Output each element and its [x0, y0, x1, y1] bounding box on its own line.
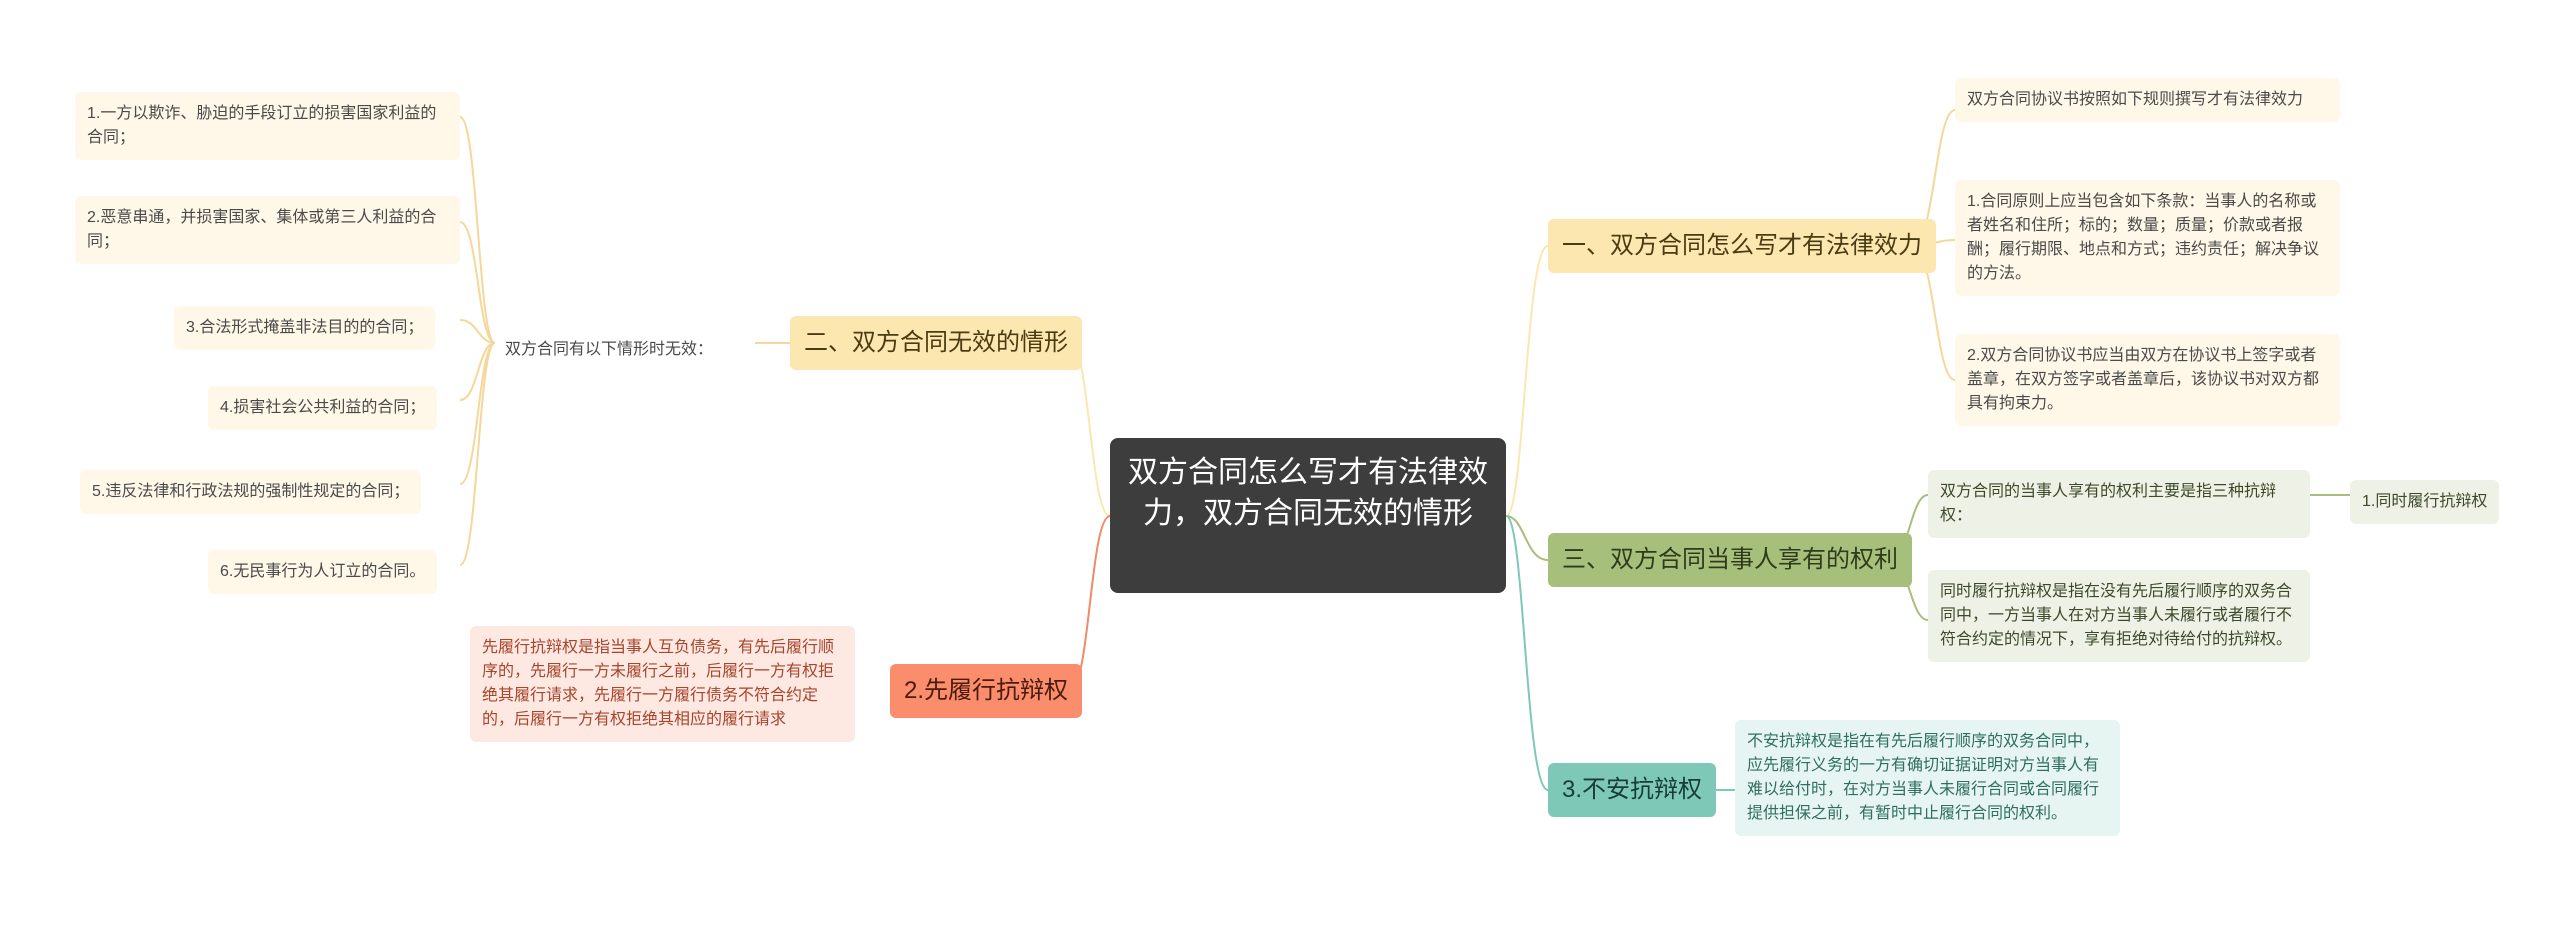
leaf-validity-intro[interactable]: 双方合同协议书按照如下规则撰写才有法律效力	[1955, 78, 2340, 122]
branch-invalid-situations[interactable]: 二、双方合同无效的情形	[790, 316, 1082, 370]
leaf-text: 1.一方以欺诈、胁迫的手段订立的损害国家利益的合同；	[87, 105, 437, 146]
link-intro-item3	[459, 319, 496, 344]
branch-label: 3.不安抗辩权	[1562, 776, 1703, 803]
leaf-text: 双方合同有以下情形时无效：	[505, 341, 714, 358]
leaf-simultaneous-definition[interactable]: 同时履行抗辩权是指在没有先后履行顺序的双务合同中，一方当事人在对方当事人未履行或…	[1928, 570, 2310, 662]
link-root-b3	[1505, 515, 1549, 561]
link-root-b4	[1505, 515, 1549, 791]
branch-label: 二、双方合同无效的情形	[804, 329, 1068, 356]
invalid-item-2[interactable]: 2.恶意串通，并损害国家、集体或第三人利益的合同；	[75, 196, 460, 264]
link-intro-item6	[459, 342, 496, 566]
branch-prior-performance[interactable]: 2.先履行抗辩权	[890, 664, 1083, 718]
link-intro-item2	[459, 221, 496, 344]
branch-label: 三、双方合同当事人享有的权利	[1562, 546, 1898, 573]
leaf-validity-signing[interactable]: 2.双方合同协议书应当由双方在协议书上签字或者盖章，在双方签字或者盖章后，该协议…	[1955, 334, 2340, 426]
leaf-text: 5.违反法律和行政法规的强制性规定的合同；	[92, 483, 410, 500]
branch-label: 2.先履行抗辩权	[904, 677, 1069, 704]
leaf-text: 双方合同的当事人享有的权利主要是指三种抗辩权：	[1940, 483, 2277, 524]
branch-party-rights[interactable]: 三、双方合同当事人享有的权利	[1548, 533, 1912, 587]
branch-insecurity-defense[interactable]: 3.不安抗辩权	[1548, 763, 1717, 817]
leaf-validity-clauses[interactable]: 1.合同原则上应当包含如下条款：当事人的名称或者姓名和住所；标的；数量；质量；价…	[1955, 180, 2340, 296]
branch-label: 一、双方合同怎么写才有法律效力	[1562, 232, 1922, 259]
leaf-text: 2.恶意串通，并损害国家、集体或第三人利益的合同；	[87, 209, 437, 250]
leaf-text: 1.同时履行抗辩权	[2362, 493, 2488, 510]
invalid-item-5[interactable]: 5.违反法律和行政法规的强制性规定的合同；	[80, 470, 422, 514]
leaf-text: 4.损害社会公共利益的合同；	[220, 399, 426, 416]
link-intro-item1	[459, 116, 496, 344]
leaf-rights-intro[interactable]: 双方合同的当事人享有的权利主要是指三种抗辩权：	[1928, 470, 2310, 538]
leaf-text: 2.双方合同协议书应当由双方在协议书上签字或者盖章，在双方签字或者盖章后，该协议…	[1967, 347, 2320, 412]
invalid-item-6[interactable]: 6.无民事行为人订立的合同。	[208, 550, 438, 594]
root-title: 双方合同怎么写才有法律效力，双方合同无效的情形	[1128, 456, 1488, 530]
leaf-insecurity-definition[interactable]: 不安抗辩权是指在有先后履行顺序的双务合同中，应先履行义务的一方有确切证据证明对方…	[1735, 720, 2120, 836]
invalid-item-4[interactable]: 4.损害社会公共利益的合同；	[208, 386, 438, 430]
leaf-text: 1.合同原则上应当包含如下条款：当事人的名称或者姓名和住所；标的；数量；质量；价…	[1967, 193, 2320, 282]
leaf-text: 先履行抗辩权是指当事人互负债务，有先后履行顺序的，先履行一方未履行之前，后履行一…	[482, 639, 835, 728]
leaf-text: 6.无民事行为人订立的合同。	[220, 563, 426, 580]
invalid-item-3[interactable]: 3.合法形式掩盖非法目的的合同；	[174, 306, 436, 350]
leaf-prior-performance-definition[interactable]: 先履行抗辩权是指当事人互负债务，有先后履行顺序的，先履行一方未履行之前，后履行一…	[470, 626, 855, 742]
root-topic[interactable]: 双方合同怎么写才有法律效力，双方合同无效的情形	[1110, 438, 1506, 593]
leaf-simultaneous-performance[interactable]: 1.同时履行抗辩权	[2350, 480, 2500, 524]
link-root-b1	[1505, 245, 1549, 517]
branch-contract-validity[interactable]: 一、双方合同怎么写才有法律效力	[1548, 219, 1936, 273]
link-intro-item4	[459, 342, 496, 401]
leaf-text: 不安抗辩权是指在有先后履行顺序的双务合同中，应先履行义务的一方有确切证据证明对方…	[1747, 733, 2100, 822]
invalid-item-1[interactable]: 1.一方以欺诈、胁迫的手段订立的损害国家利益的合同；	[75, 92, 460, 160]
leaf-text: 3.合法形式掩盖非法目的的合同；	[186, 319, 424, 336]
leaf-text: 同时履行抗辩权是指在没有先后履行顺序的双务合同中，一方当事人在对方当事人未履行或…	[1940, 583, 2293, 648]
invalid-intro[interactable]: 双方合同有以下情形时无效：	[495, 330, 723, 370]
leaf-text: 双方合同协议书按照如下规则撰写才有法律效力	[1967, 91, 2304, 108]
